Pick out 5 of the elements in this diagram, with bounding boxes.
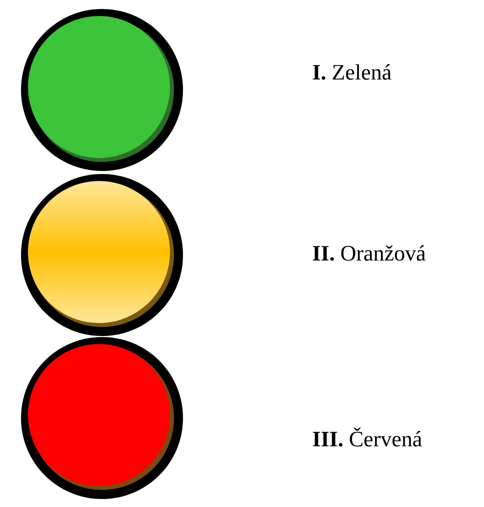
light-label: I. Zelená (312, 64, 392, 80)
light-label: II. Oranžová (312, 245, 426, 261)
light-label: III. Červená (312, 427, 422, 447)
traffic-light-circle (21, 9, 183, 171)
traffic-light-circle (21, 337, 183, 499)
